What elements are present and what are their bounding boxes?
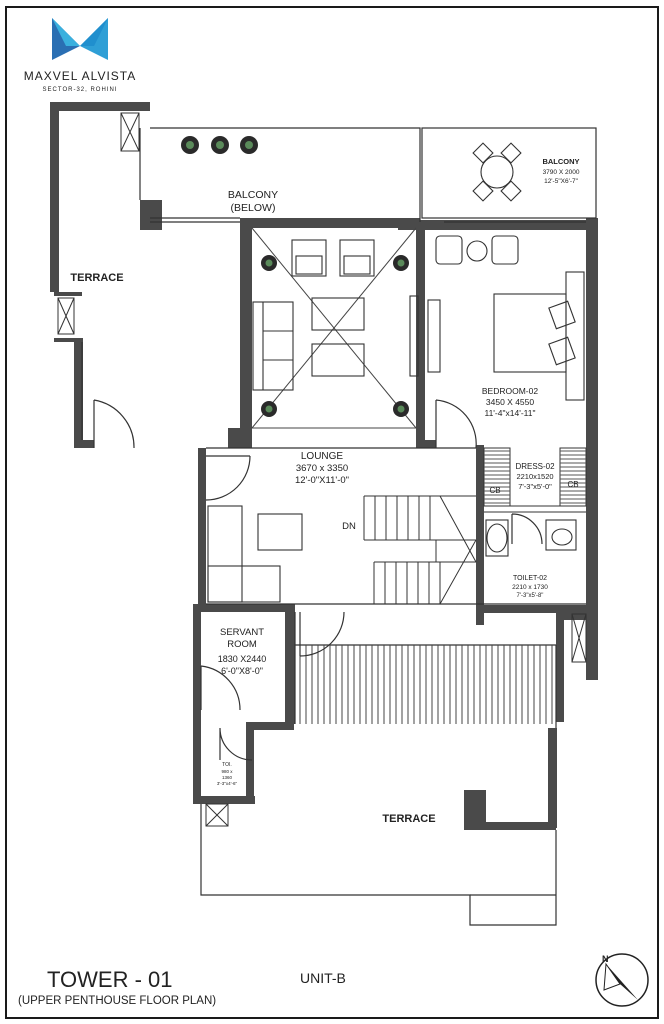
bedroom-dim-mm: 3450 X 4550 xyxy=(486,397,534,407)
terrace-bottom-label: TERRACE xyxy=(382,813,435,825)
balcony-below-sub: (BELOW) xyxy=(231,202,276,214)
walls xyxy=(50,102,598,830)
dress-label: DRESS-02 xyxy=(515,462,555,471)
balcony-right-dim-ft: 12'-5"X6'-7" xyxy=(544,178,579,185)
page-frame xyxy=(5,6,659,1019)
lounge-label: LOUNGE xyxy=(301,451,344,462)
servant-toilet-dim-ft: 3'-3"x4'-6" xyxy=(217,781,238,786)
dress-dim-mm: 2210x1520 xyxy=(516,472,553,481)
servant-toilet-label: TOI. xyxy=(222,762,232,768)
ceiling-cross xyxy=(251,227,417,429)
cb-right-label: CB xyxy=(567,480,578,489)
terrace-top-label: TERRACE xyxy=(70,272,123,284)
balcony-right-dim-mm: 3790 X 2000 xyxy=(543,169,580,176)
shafts xyxy=(57,112,587,827)
balcony-right-label: BALCONY xyxy=(542,157,579,166)
cb-left-label: CB xyxy=(489,486,500,495)
servant-toilet-dim-mm2: 1360 xyxy=(222,775,233,780)
furniture xyxy=(207,142,585,603)
servant-toilet-dim-mm: 980 x xyxy=(221,769,233,774)
svg-text:N: N xyxy=(602,954,609,964)
walkway-hatch xyxy=(299,645,553,724)
toilet-dim-ft: 7'-3"x5'-8" xyxy=(517,593,544,599)
tower-subtitle: (UPPER PENTHOUSE FLOOR PLAN) xyxy=(18,995,216,1007)
brand-name: MAXVEL ALVISTA xyxy=(24,69,136,83)
brand-logo-icon xyxy=(52,18,108,60)
toilet-dim-mm: 2210 x 1730 xyxy=(512,584,548,591)
servant-label: SERVANT xyxy=(220,627,264,638)
staircase xyxy=(363,495,477,605)
servant-label-2: ROOM xyxy=(227,639,257,650)
tower-title: TOWER - 01 xyxy=(47,967,173,992)
dress-cupboards xyxy=(483,447,587,513)
room-labels: TERRACE BALCONY (BELOW) BALCONY 3790 X 2… xyxy=(70,157,579,825)
stair-dn-label: DN xyxy=(342,521,356,532)
brand-tagline: SECTOR-32, ROHINI xyxy=(43,87,118,93)
outlines xyxy=(81,127,597,926)
dress-dim-ft: 7'-3"x5'-0" xyxy=(518,482,552,491)
servant-dim-ft: 6'-0"X8'-0" xyxy=(221,666,263,676)
north-arrow-icon: N xyxy=(595,953,649,1007)
servant-dim-mm: 1830 X2440 xyxy=(218,654,267,664)
lounge-dim-ft: 12'-0"X11'-0" xyxy=(295,475,349,486)
toilet-label: TOILET-02 xyxy=(513,575,547,582)
unit-label: UNIT-B xyxy=(300,970,346,986)
lounge-dim-mm: 3670 x 3350 xyxy=(296,463,348,474)
plant-pots xyxy=(181,136,409,417)
bedroom-label: BEDROOM-02 xyxy=(482,386,538,396)
bedroom-dim-ft: 11'-4"x14'-11" xyxy=(484,408,535,418)
doors xyxy=(93,399,543,761)
balcony-below-label: BALCONY xyxy=(228,189,278,201)
